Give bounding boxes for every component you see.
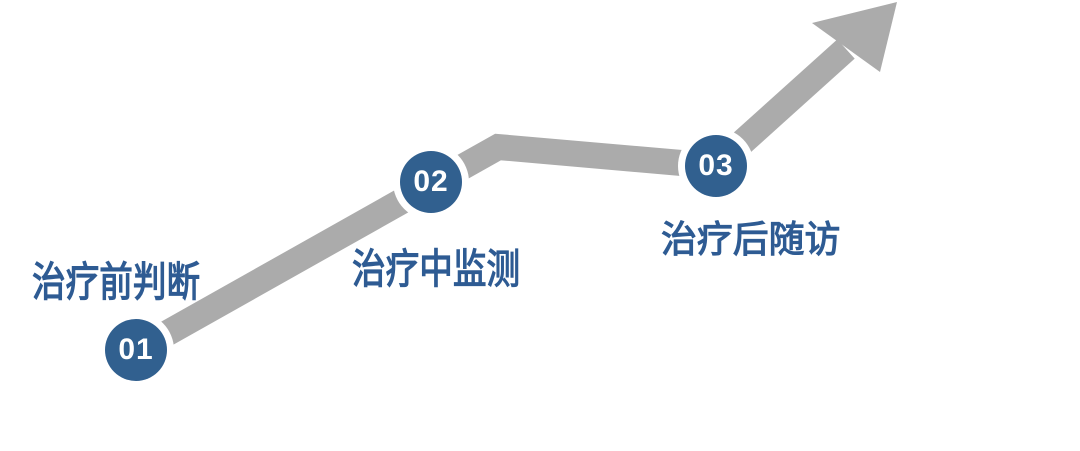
step-node-1: 01 [98,312,174,388]
step-node-2: 02 [393,144,469,220]
step-number-2: 02 [413,165,449,198]
step-label-during-treatment: 治疗中监测 [352,246,521,292]
step-node-3: 03 [678,128,754,204]
arrow-head-icon [812,2,897,72]
step-label-post-treatment: 治疗后随访 [661,219,841,260]
step-number-1: 01 [118,333,154,366]
trend-line [125,133,718,365]
step-label-pre-treatment: 治疗前判断 [32,259,201,305]
step-number-3: 03 [698,149,734,182]
step-circle-3: 03 [685,135,747,197]
step-circle-1: 01 [105,319,167,381]
step-circle-2: 02 [400,151,462,213]
